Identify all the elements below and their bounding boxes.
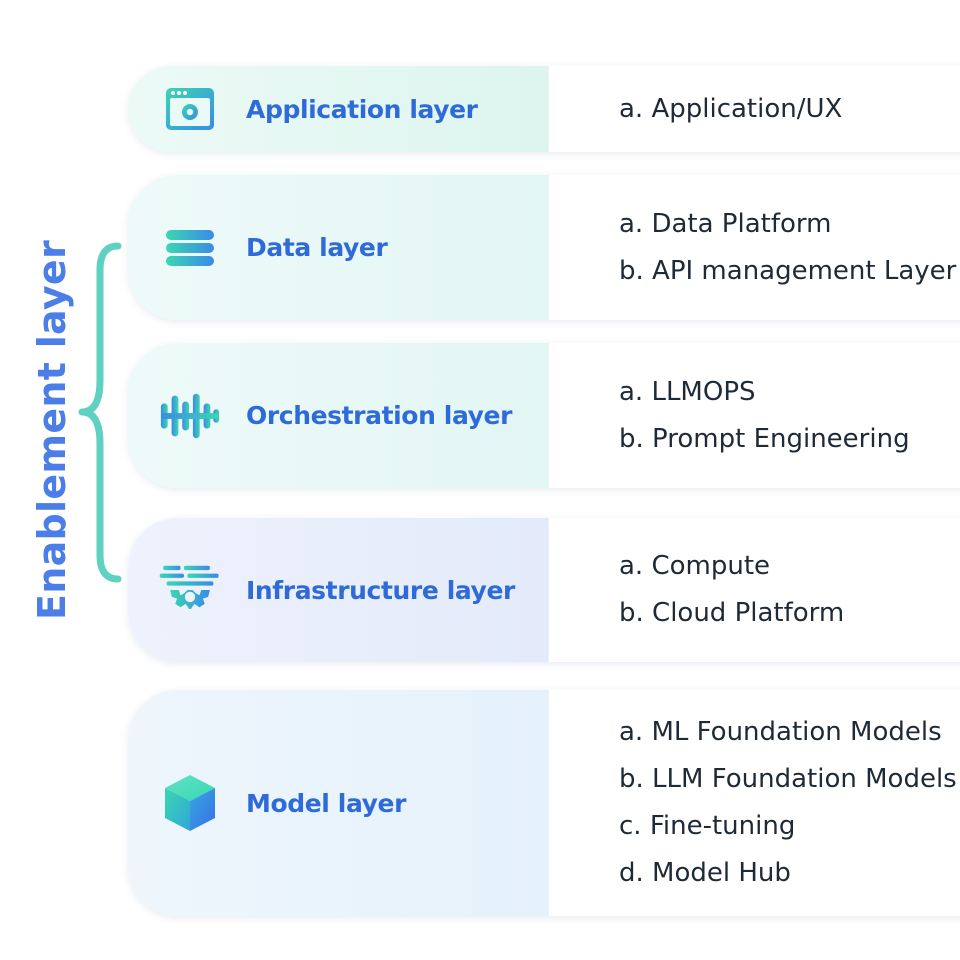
layer-title: Orchestration layer: [246, 401, 513, 430]
layer-header: Infrastructure layer: [128, 518, 548, 662]
layer-row-application: Application layer a. Application/UX: [128, 66, 960, 152]
list-item: d. Model Hub: [619, 858, 791, 888]
layer-row-model: Model layer a. ML Foundation Models b. L…: [128, 690, 960, 916]
layer-header: Application layer: [128, 66, 548, 152]
list-item: a. Compute: [619, 551, 771, 581]
database-stack-icon: [158, 216, 222, 280]
enablement-layer-label: Enablement layer: [30, 239, 74, 621]
layer-row-orchestration: Orchestration layer a. LLMOPS b. Prompt …: [128, 343, 960, 488]
layer-header: Orchestration layer: [128, 343, 548, 488]
app-window-gear-icon: [158, 77, 222, 141]
layer-title: Data layer: [246, 233, 388, 262]
layer-items: a. ML Foundation Models b. LLM Foundatio…: [548, 690, 960, 916]
list-item: c. Fine-tuning: [619, 811, 796, 841]
list-item: a. LLMOPS: [619, 376, 756, 407]
list-item: b. LLM Foundation Models: [619, 764, 957, 794]
layer-header: Data layer: [128, 175, 548, 320]
list-item: b. API management Layer: [619, 255, 957, 286]
list-item: b. Cloud Platform: [619, 598, 845, 628]
list-item: a. Data Platform: [619, 208, 832, 239]
list-item: b. Prompt Engineering: [619, 423, 910, 454]
cube-icon: [158, 771, 222, 835]
layer-title: Application layer: [246, 94, 478, 124]
orchestration-waves-icon: [158, 384, 222, 448]
layer-row-data: Data layer a. Data Platform b. API manag…: [128, 175, 960, 320]
layer-items: a. Application/UX: [548, 66, 960, 152]
layer-items: a. LLMOPS b. Prompt Engineering: [548, 343, 960, 488]
layer-items: a. Compute b. Cloud Platform: [548, 518, 960, 662]
layer-items: a. Data Platform b. API management Layer: [548, 175, 960, 320]
enablement-brace: [78, 242, 122, 583]
layer-header: Model layer: [128, 690, 548, 916]
list-item: a. ML Foundation Models: [619, 717, 942, 747]
infrastructure-gear-icon: [158, 558, 222, 622]
layer-row-infrastructure: Infrastructure layer a. Compute b. Cloud…: [128, 518, 960, 662]
layer-title: Model layer: [246, 788, 407, 818]
layer-title: Infrastructure layer: [246, 575, 515, 605]
list-item: a. Application/UX: [619, 93, 843, 124]
